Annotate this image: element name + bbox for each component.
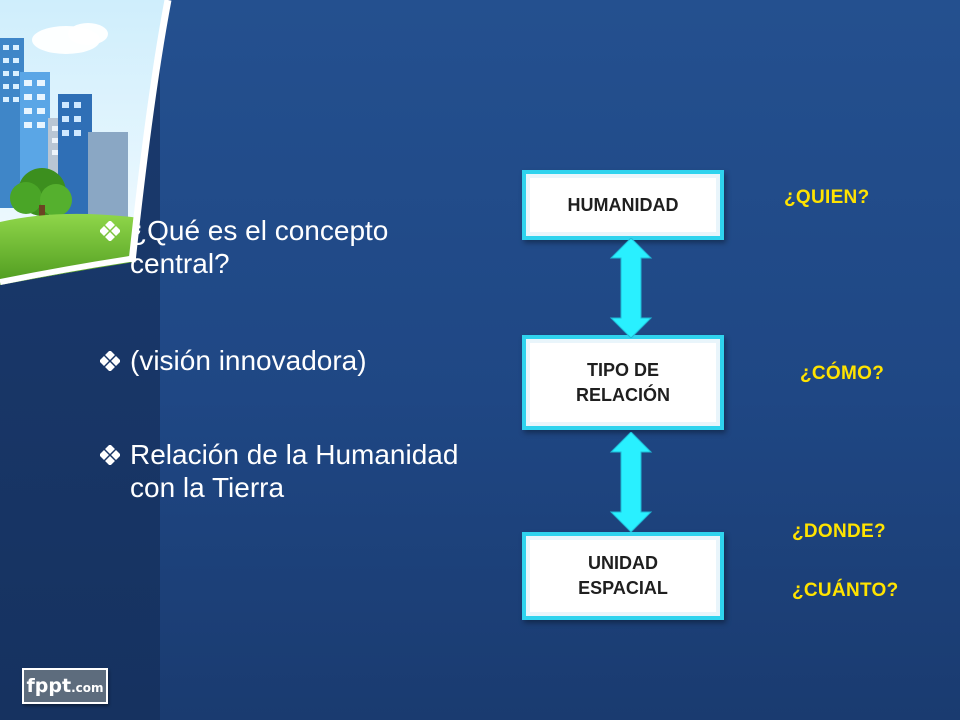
box-humanidad: HUMANIDAD	[522, 170, 724, 240]
diamond-bullet-icon	[99, 438, 130, 470]
bullet-text: (visión innovadora)	[130, 345, 367, 376]
question-como: ¿CÓMO?	[800, 363, 885, 384]
question-quien: ¿QUIEN?	[784, 187, 870, 208]
diamond-bullet-icon	[99, 344, 130, 376]
box-unidad-espacial: UNIDAD ESPACIAL	[522, 532, 724, 620]
bullet-text: ¿Qué es el concepto central?	[130, 215, 389, 279]
bullet-item: Relación de la Humanidad con la Tierra	[99, 438, 490, 504]
question-cuanto: ¿CUÁNTO?	[792, 580, 899, 601]
double-arrow-icon	[609, 238, 653, 338]
bullet-item: (visión innovadora)	[99, 344, 490, 377]
bullet-item: ¿Qué es el concepto central?	[99, 214, 490, 280]
city-illustration	[0, 0, 172, 285]
question-donde: ¿DONDE?	[792, 521, 886, 542]
double-arrow-icon	[609, 432, 653, 532]
fppt-logo: fppt.com	[22, 668, 108, 704]
diamond-bullet-icon	[99, 214, 130, 246]
bullet-text: Relación de la Humanidad con la Tierra	[130, 439, 459, 503]
box-tipo-de-relacion: TIPO DE RELACIÓN	[522, 335, 724, 430]
